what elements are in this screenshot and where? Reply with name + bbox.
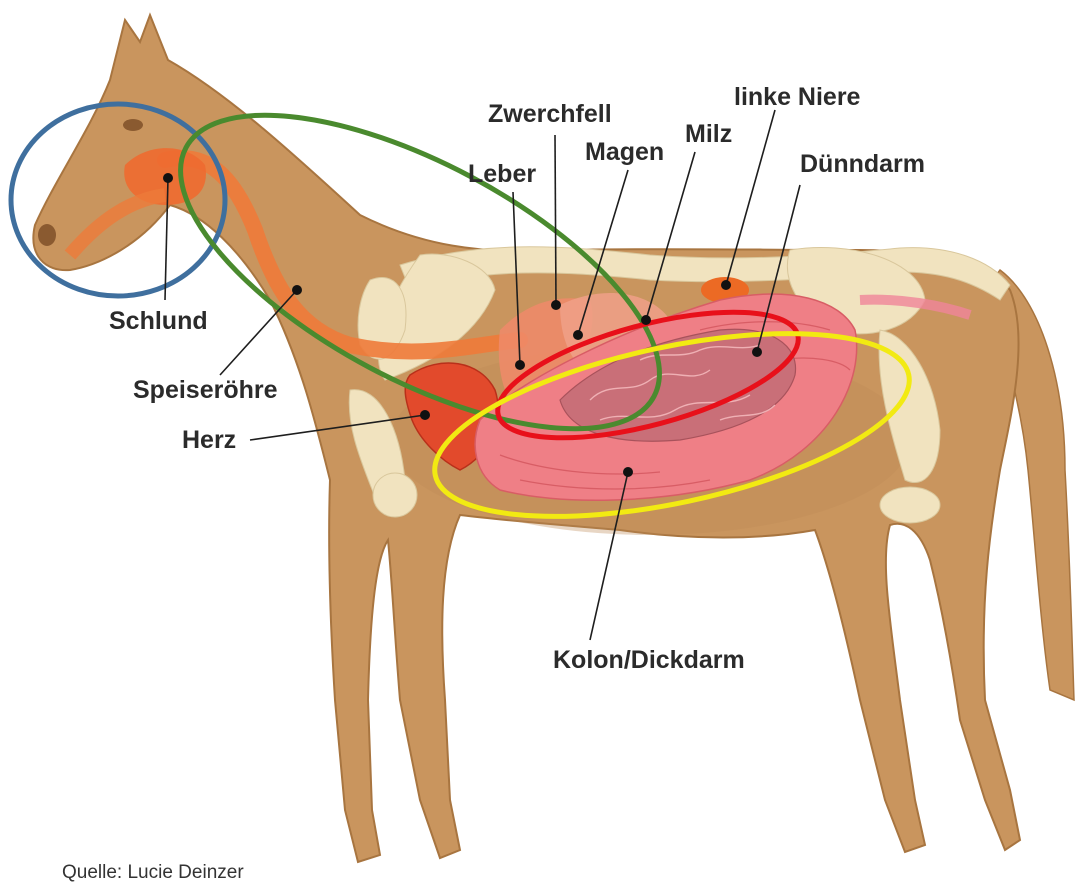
label-milz: Milz — [685, 120, 732, 148]
label-leber: Leber — [468, 160, 536, 188]
horse-nostril — [38, 224, 56, 246]
label-duenndarm: Dünndarm — [800, 150, 925, 178]
label-kolon: Kolon/Dickdarm — [553, 646, 745, 674]
hip-joint — [880, 487, 940, 523]
horse-eye — [123, 119, 143, 131]
source-credit: Quelle: Lucie Deinzer — [62, 862, 244, 883]
label-linke-niere: linke Niere — [734, 83, 861, 111]
label-schlund: Schlund — [109, 307, 208, 335]
label-speiseroehre: Speiseröhre — [133, 376, 278, 404]
label-herz: Herz — [182, 426, 236, 454]
label-magen: Magen — [585, 138, 664, 166]
elbow-joint — [373, 473, 417, 517]
label-zwerchfell: Zwerchfell — [488, 100, 612, 128]
